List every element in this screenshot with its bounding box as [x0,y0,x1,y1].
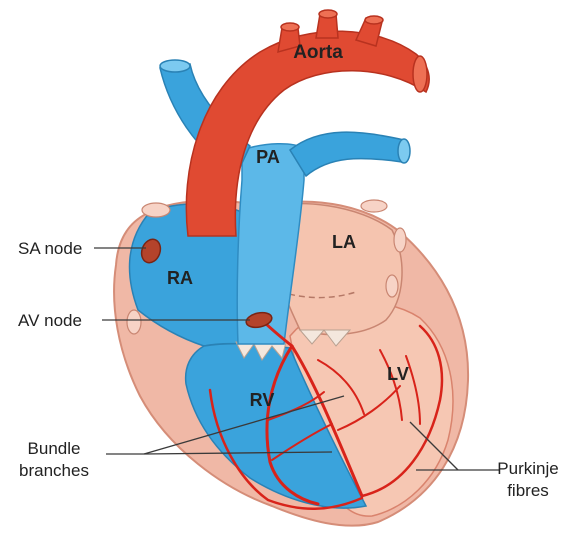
aorta-end [413,56,427,92]
aortic-branch-end [365,16,383,24]
label-ra: RA [167,268,193,288]
aortic-branch-end [319,10,337,18]
aortic-branch-end [281,23,299,31]
label-aorta: Aorta [293,42,343,63]
label-rv: RV [250,390,275,410]
pulmonary-vessel-end [160,60,190,72]
label-av-node: AV node [18,311,82,330]
vessel-opening [127,310,141,334]
label-bundle-line2: branches [19,461,89,480]
label-pa: PA [256,147,280,167]
pulmonary-vessel-end [398,139,410,163]
label-purkinje-line2: fibres [507,481,549,500]
label-lv: LV [387,364,409,384]
vessel-opening [142,203,170,217]
label-sa-node: SA node [18,239,82,258]
pulmonary-left-branch [290,132,404,176]
label-bundle-line1: Bundle [28,439,81,458]
label-purkinje-line1: Purkinje [497,459,558,478]
vessel-opening [394,228,406,252]
vessel-opening [361,200,387,212]
vessel-opening [386,275,398,297]
label-la: LA [332,232,356,252]
